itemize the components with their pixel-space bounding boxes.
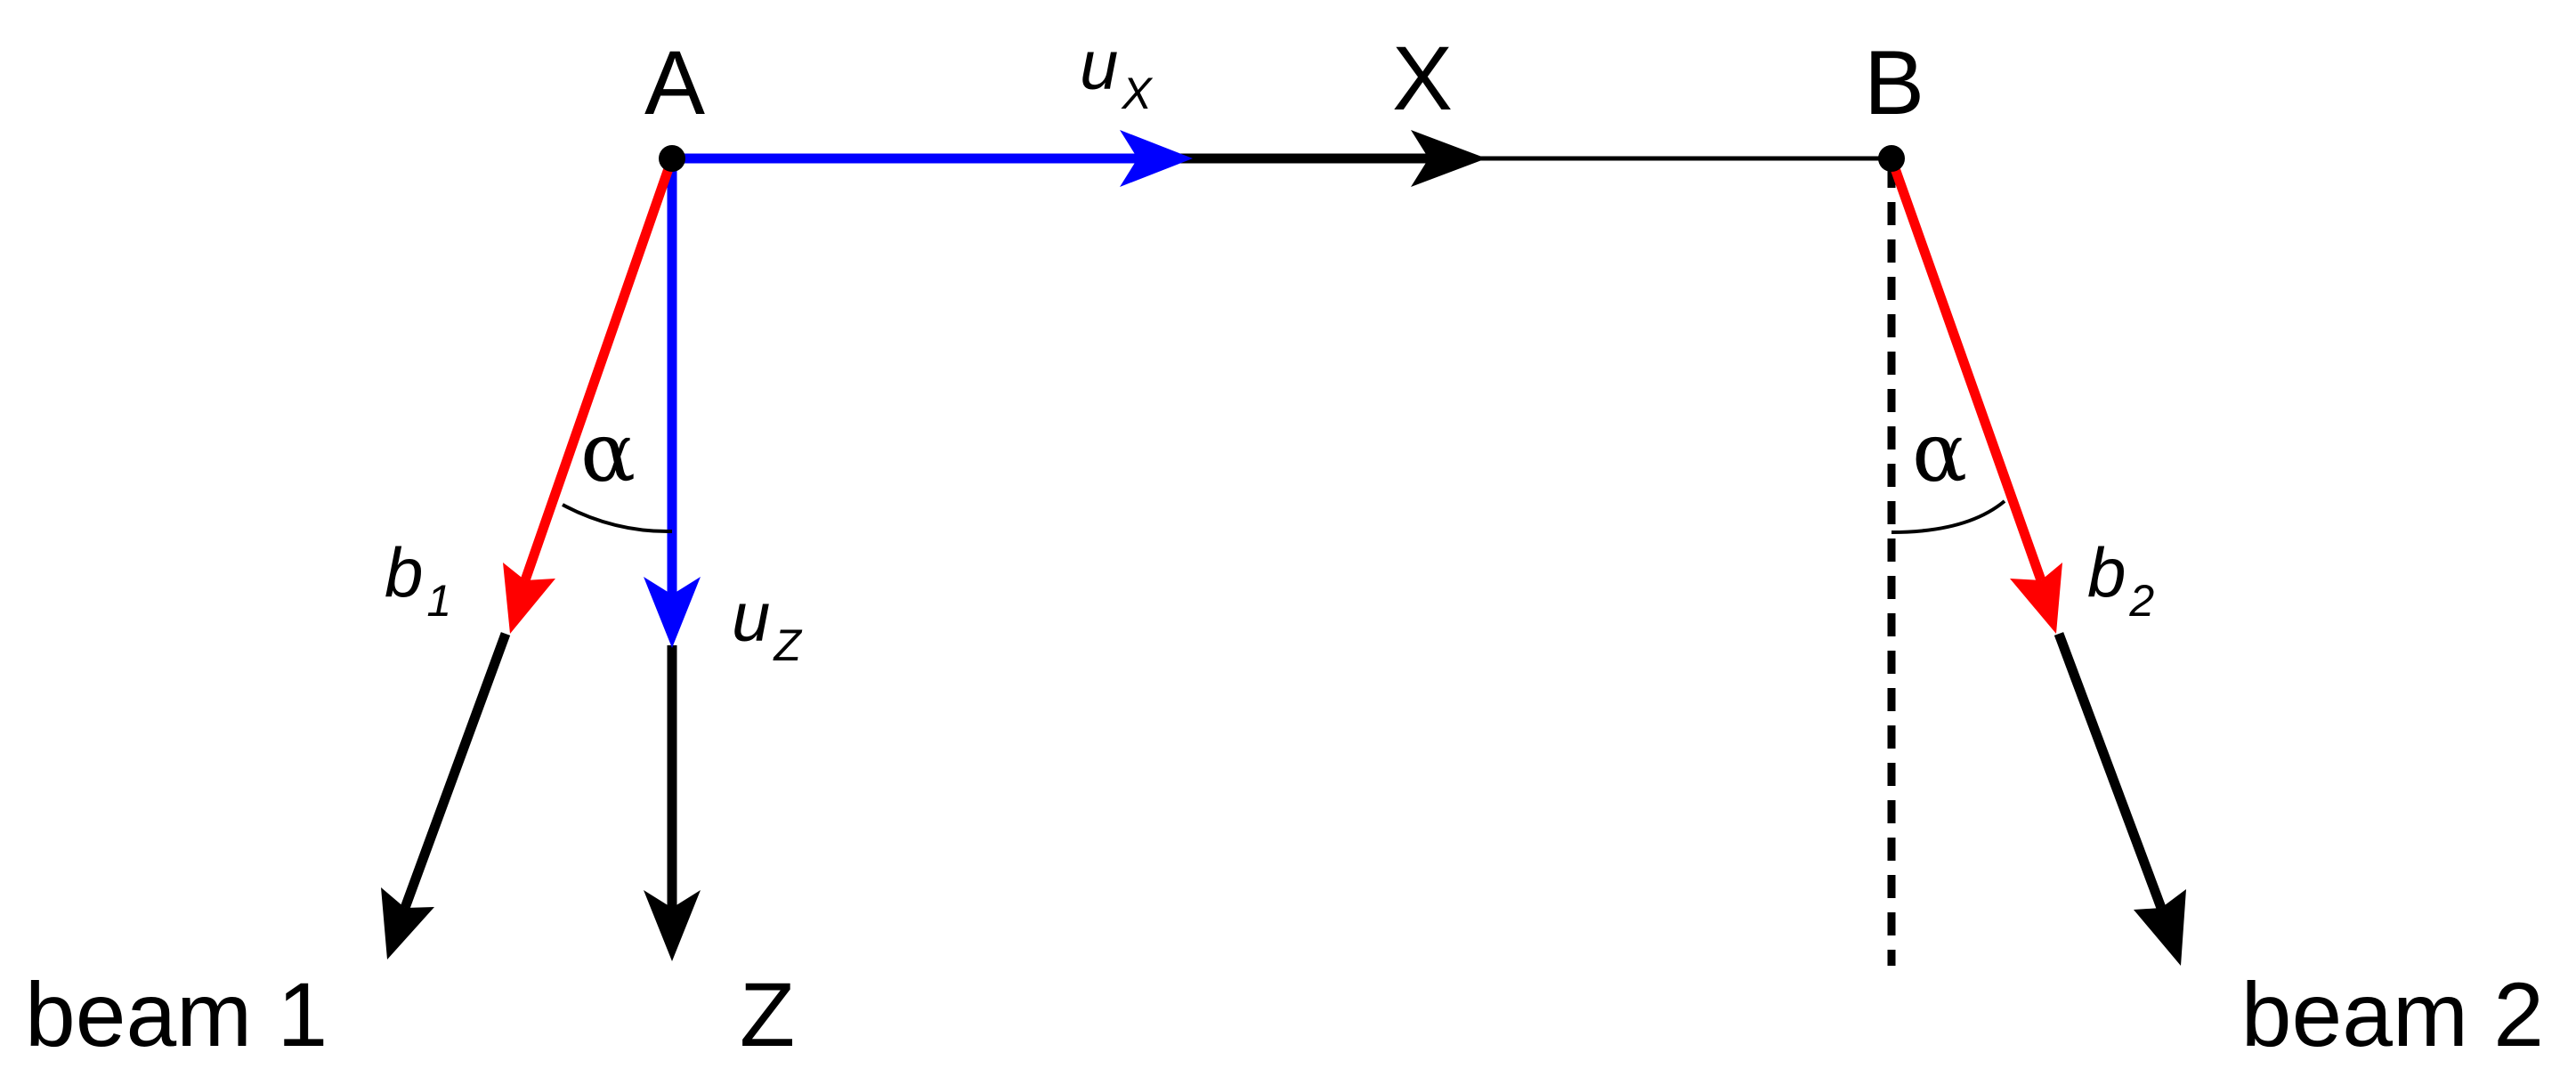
b1-vector-line <box>520 157 677 582</box>
beam2-line <box>2054 632 2167 910</box>
point-b-dot <box>1878 145 1905 172</box>
b1-vector-arrowhead <box>503 563 555 634</box>
alpha-label-left: α <box>580 405 636 500</box>
b1-label: b1 <box>385 533 451 626</box>
ux-label-sub: X <box>1121 69 1153 118</box>
alpha-arc-left <box>562 503 673 534</box>
z-axis-arrowhead <box>644 890 701 961</box>
b2-label-sub: 2 <box>2128 576 2154 626</box>
b1-label-sub: 1 <box>426 576 451 626</box>
ux-label-main: u <box>1080 26 1118 104</box>
ux-label: uX <box>1080 26 1153 118</box>
point-b-label: B <box>1864 32 1924 134</box>
ux-vector-arrowhead <box>1120 130 1193 187</box>
beam1-line <box>400 632 511 910</box>
point-a-dot <box>659 145 685 172</box>
uz-vector-arrowhead <box>644 577 701 648</box>
x-axis-arrowhead <box>1411 130 1486 187</box>
beam2-label: beam 2 <box>2241 964 2544 1065</box>
beam2-arrowhead <box>2134 889 2186 966</box>
alpha-arc-right <box>1891 499 2006 534</box>
b2-label-main: b <box>2087 533 2126 611</box>
beam1-arrowhead <box>381 887 434 960</box>
point-a-label: A <box>644 32 705 134</box>
x-axis-label: X <box>1392 28 1453 129</box>
uz-label: uZ <box>732 578 802 670</box>
z-axis-label: Z <box>740 964 795 1065</box>
uz-label-sub: Z <box>773 620 802 670</box>
b2-vector-arrowhead <box>2010 563 2062 634</box>
alpha-label-right: α <box>1912 405 1967 500</box>
uz-label-main: u <box>732 578 770 656</box>
b2-label: b2 <box>2087 533 2154 626</box>
b1-label-main: b <box>385 533 423 611</box>
b2-vector-line <box>1886 157 2046 582</box>
beam1-label: beam 1 <box>25 964 328 1065</box>
